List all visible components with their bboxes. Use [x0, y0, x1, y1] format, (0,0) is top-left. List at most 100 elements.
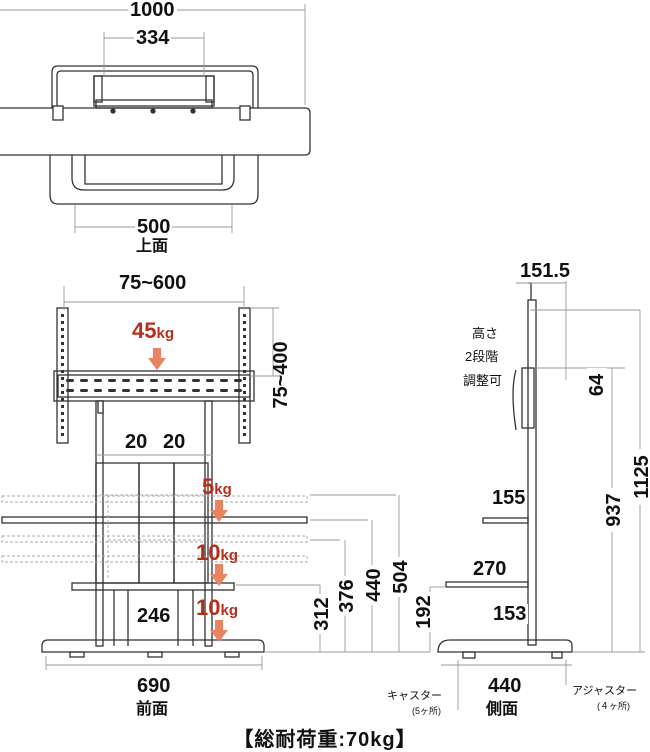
load-shelf-middle-value: 10: [196, 540, 221, 565]
vesa-hole: [243, 314, 246, 317]
dim-side-bracket: 64: [586, 368, 608, 402]
vesa-hole: [243, 398, 246, 401]
vesa-hole: [61, 342, 64, 345]
vesa-hole: [61, 363, 64, 366]
vesa-hole: [243, 419, 246, 422]
plate-slot: [94, 379, 102, 382]
caster-count: (5ヶ所): [412, 706, 441, 716]
vesa-hole: [61, 398, 64, 401]
load-arrow-icon: [148, 348, 166, 370]
front-view-dims: [45, 286, 430, 670]
vesa-hole: [61, 370, 64, 373]
plate-slot: [234, 389, 242, 392]
dim-shelf-width: 246: [135, 605, 173, 627]
front-view-drawing: [1, 307, 308, 658]
dim-side-440: 440: [486, 675, 524, 697]
dim-top-width: 1000: [128, 0, 177, 21]
plate-slot: [206, 379, 214, 382]
caption-side-view: 側面: [486, 701, 519, 718]
load-tv: 45kg: [132, 320, 174, 342]
load-tv-unit: kg: [156, 325, 174, 342]
dim-side-1125: 1125: [631, 449, 650, 505]
vesa-hole: [243, 405, 246, 408]
load-shelf-lower-value: 10: [196, 595, 221, 620]
vesa-hole: [61, 335, 64, 338]
load-arrow-icon: [210, 564, 228, 586]
vesa-hole: [61, 412, 64, 415]
plate-slot: [178, 389, 186, 392]
plate-slot: [66, 379, 74, 382]
vesa-hole: [243, 384, 246, 387]
dim-side-192: 192: [413, 592, 435, 632]
dim-height-312: 312: [311, 594, 333, 634]
vesa-holes: [61, 314, 246, 436]
vesa-hole: [243, 426, 246, 429]
load-shelf-middle: 10kg: [196, 542, 238, 564]
vesa-hole: [243, 370, 246, 373]
plate-slot: [192, 379, 200, 382]
plate-slot: [220, 389, 228, 392]
load-arrow-icon: [210, 500, 228, 522]
dim-top-bracket: 334: [134, 27, 172, 49]
plate-slot: [136, 389, 144, 392]
vesa-hole: [243, 433, 246, 436]
vesa-hole: [243, 363, 246, 366]
note-height-adjust-2: 2段階: [465, 349, 499, 364]
plate-slot: [178, 379, 186, 382]
vesa-hole: [61, 419, 64, 422]
plate-slot: [122, 379, 130, 382]
vesa-hole: [61, 391, 64, 394]
caption-top-view: 上面: [136, 238, 169, 255]
vesa-hole: [61, 328, 64, 331]
dim-height-376: 376: [336, 576, 358, 616]
plate-slot: [164, 389, 172, 392]
plate-slot: [164, 379, 172, 382]
plate-slot: [80, 389, 88, 392]
load-shelf-upper-unit: kg: [214, 481, 232, 498]
vesa-hole: [243, 321, 246, 324]
plate-slot: [108, 379, 116, 382]
dim-top-depth-frame: 500: [135, 216, 173, 238]
dim-side-155: 155: [490, 487, 528, 509]
adjuster-count: (４ヶ所): [597, 701, 630, 711]
load-shelf-upper-value: 5: [202, 474, 215, 499]
dim-base-width: 690: [135, 675, 173, 697]
vesa-hole: [243, 349, 246, 352]
note-height-adjust-3: 調整可: [463, 373, 503, 388]
plate-slot: [206, 389, 214, 392]
total-load-capacity: 【総耐荷重:70kg】: [233, 729, 417, 751]
vesa-hole: [243, 391, 246, 394]
top-view-drawing: [0, 65, 311, 205]
plate-slot: [108, 389, 116, 392]
vesa-hole: [61, 321, 64, 324]
dim-post-gap-right: 20: [163, 431, 186, 453]
caption-front-view: 前面: [136, 701, 169, 718]
vesa-hole: [61, 426, 64, 429]
vesa-hole: [243, 377, 246, 380]
vesa-hole: [243, 335, 246, 338]
vesa-hole: [61, 384, 64, 387]
vesa-hole: [61, 405, 64, 408]
load-shelf-lower: 10kg: [196, 597, 238, 619]
dim-side-153: 153: [491, 603, 529, 625]
vesa-hole: [243, 356, 246, 359]
dim-vesa-horizontal: 75~600: [117, 272, 189, 294]
note-height-adjust-1: 高さ: [472, 326, 499, 341]
vesa-hole: [243, 412, 246, 415]
vesa-hole: [243, 342, 246, 345]
dim-height-504: 504: [390, 557, 412, 597]
front-shelf-ghosts: [1, 494, 308, 580]
plate-slot: [80, 379, 88, 382]
vesa-hole: [61, 356, 64, 359]
vesa-hole: [61, 349, 64, 352]
dim-height-440: 440: [363, 565, 385, 605]
plate-slot: [150, 379, 158, 382]
load-shelf-middle-unit: kg: [220, 547, 238, 564]
plate-slot: [234, 379, 242, 382]
plate-slot: [66, 389, 74, 392]
vesa-hole: [61, 377, 64, 380]
dim-post-gap-left: 20: [125, 431, 148, 453]
plate-slot: [150, 389, 158, 392]
